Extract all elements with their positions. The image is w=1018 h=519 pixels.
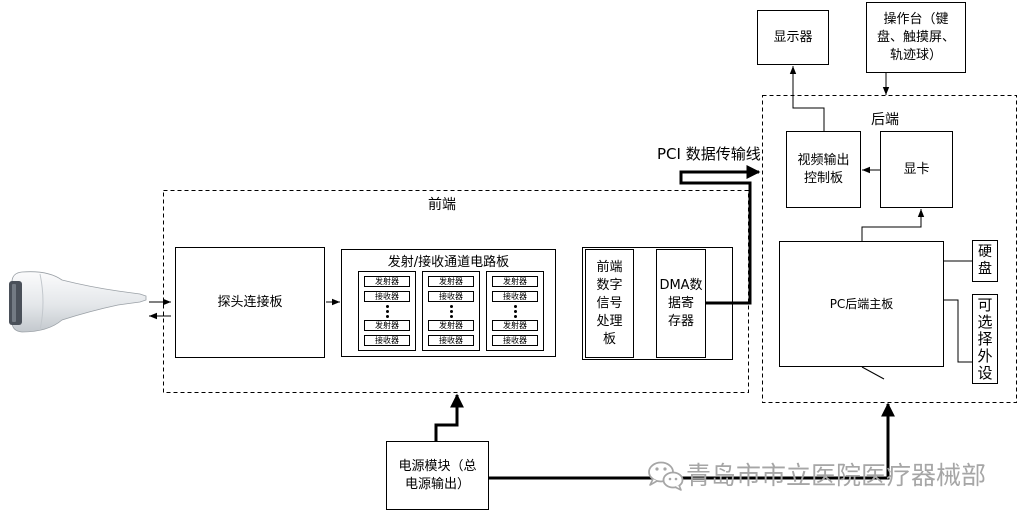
peripherals-label-line: 外: [977, 346, 993, 365]
mainboard-label: PC后端主板: [829, 297, 894, 311]
dsp-board-label-line: 数字: [596, 277, 623, 293]
front-end-label: 前端: [428, 197, 456, 213]
video-output-control-board: 视频输出 控制板: [786, 131, 861, 208]
mainboard-bottom-line: [861, 366, 885, 380]
console-label-line: 轨迹球）: [889, 47, 942, 63]
display-label: 显示器: [773, 29, 813, 45]
hard-disk-label-line: 硬: [978, 244, 992, 260]
console-label-line: 盘、触摸屏、: [876, 29, 955, 45]
power-module-label-line: 电源输出）: [404, 476, 470, 492]
probe-connector-board: 探头连接板: [175, 247, 325, 358]
transmitter-chip: 发射器: [492, 320, 538, 331]
more-channels-ellipsis: [359, 305, 415, 318]
video-board-to-display-arrow: [789, 66, 825, 131]
hard-disk: 硬 盘: [972, 240, 998, 282]
txrx-channel-column: 发射器 接收器 发射器 接收器: [422, 271, 480, 351]
back-end-label: 后端: [871, 112, 899, 128]
receiver-chip: 接收器: [428, 291, 474, 302]
dma-buffer-label-line: 据寄: [667, 295, 694, 311]
transmitter-chip: 发射器: [492, 276, 538, 287]
dma-buffer-label-line: 存器: [667, 313, 694, 329]
dsp-board-label-line: 处理: [596, 313, 623, 329]
pci-link-label: PCI 数据传输线: [657, 145, 761, 163]
peripherals-label-line: 设: [977, 363, 993, 382]
more-channels-ellipsis: [487, 305, 543, 318]
display-monitor: 显示器: [757, 10, 829, 65]
receiver-chip: 接收器: [364, 291, 410, 302]
peripherals-label-line: 选: [977, 312, 993, 331]
video-board-label-line: 控制板: [803, 170, 843, 186]
receiver-chip: 接收器: [492, 335, 538, 346]
console-label-line: 操作台（键: [883, 11, 949, 27]
dma-data-buffer: DMA数 据寄 存器: [656, 249, 706, 358]
dma-buffer-label-line: DMA数: [659, 277, 703, 293]
power-to-front-end-arrow: [434, 393, 464, 441]
receiver-chip: 接收器: [492, 291, 538, 302]
receiver-chip: 接收器: [364, 335, 410, 346]
operator-console: 操作台（键 盘、触摸屏、 轨迹球）: [866, 2, 966, 73]
peripherals-label-line: 择: [977, 329, 993, 348]
watermark-text: 青岛市市立医院医疗器械部: [686, 461, 987, 490]
more-channels-ellipsis: [423, 305, 479, 318]
transmitter-chip: 发射器: [428, 276, 474, 287]
receiver-chip: 接收器: [428, 335, 474, 346]
pc-backend-mainboard: PC后端主板: [779, 241, 944, 367]
ultrasound-probe-icon: [9, 271, 147, 333]
transmitter-chip: 发射器: [364, 320, 410, 331]
front-end-dsp-board: 前端 数字 信号 处理 板: [585, 249, 634, 358]
dsp-board-label-line: 板: [602, 331, 616, 347]
graphics-card-label: 显卡: [903, 161, 930, 177]
peripherals-label-line: 可: [977, 295, 993, 314]
transmitter-chip: 发射器: [364, 276, 410, 287]
hard-disk-label-line: 盘: [978, 261, 992, 277]
dsp-board-label-line: 前端: [596, 259, 623, 275]
mainboard-to-graphics-card-arrow: [861, 209, 925, 241]
transmitter-chip: 发射器: [428, 320, 474, 331]
wechat-icon: [648, 461, 684, 491]
txrx-channel-board-title: 发射/接收通道电路板: [387, 255, 510, 270]
power-module-label-line: 电源模块（总: [398, 458, 477, 474]
graphics-card: 显卡: [880, 131, 953, 208]
video-board-label-line: 视频输出: [797, 152, 850, 168]
power-module: 电源模块（总 电源输出）: [386, 441, 489, 510]
dsp-board-label-line: 信号: [596, 295, 623, 311]
mainboard-to-peripherals-line: [944, 299, 972, 363]
txrx-channel-column: 发射器 接收器 发射器 接收器: [486, 271, 544, 351]
probe-connector-board-label: 探头连接板: [217, 294, 283, 310]
txrx-channel-column: 发射器 接收器 发射器 接收器: [358, 271, 416, 351]
optional-peripherals: 可 选 择 外 设: [972, 294, 998, 384]
